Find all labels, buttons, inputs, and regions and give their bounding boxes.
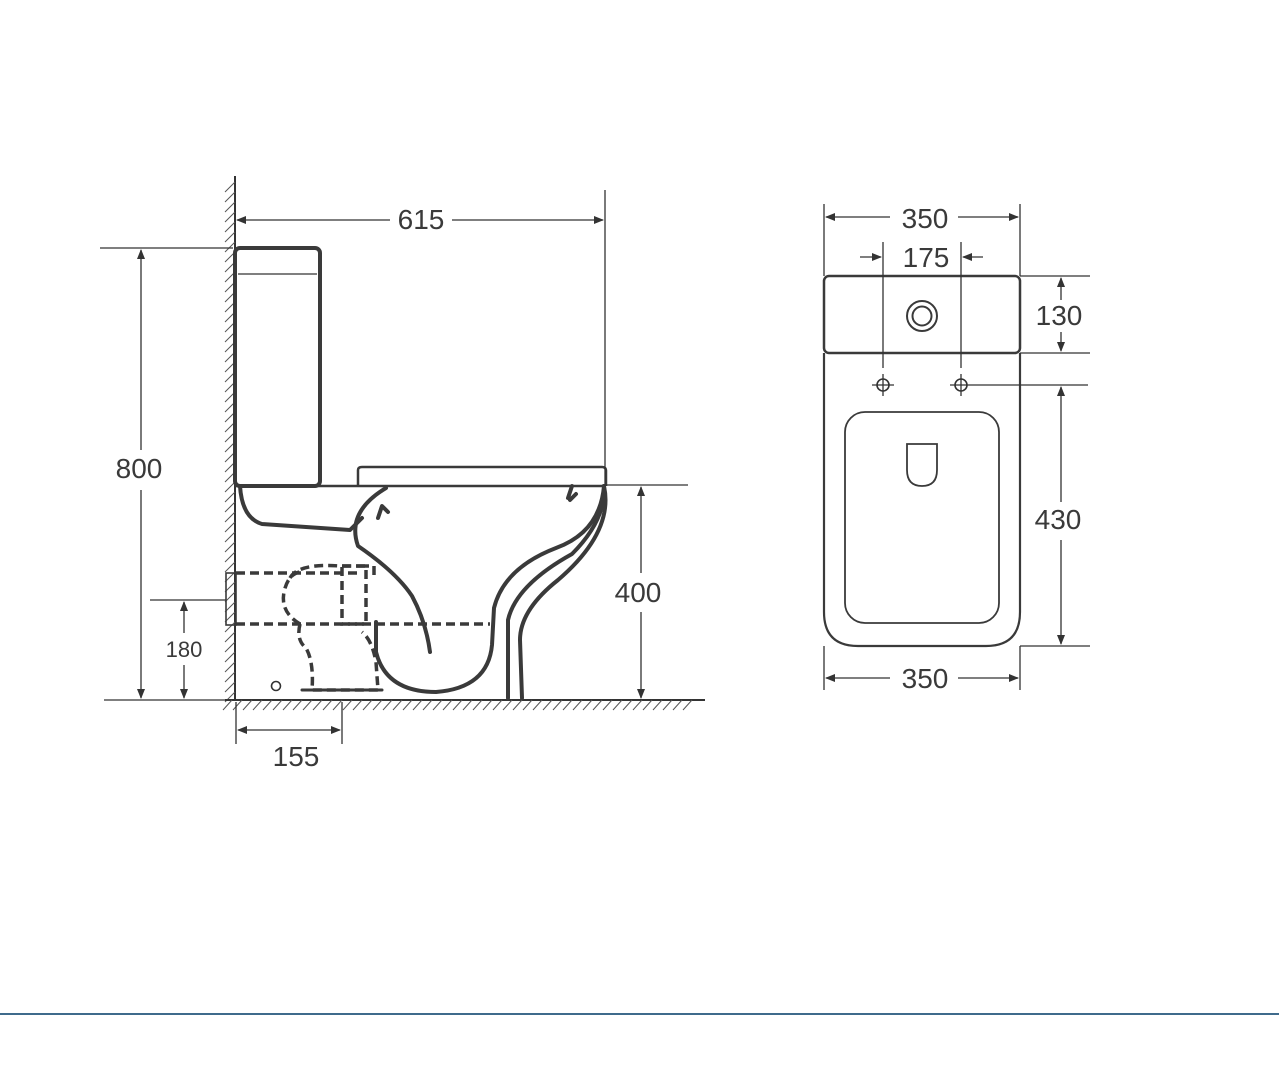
overall-height-label: 800 — [116, 453, 163, 484]
cistern-top — [822, 274, 1022, 355]
outlet-offset-label: 155 — [273, 741, 320, 772]
bottom-width-label: 350 — [902, 663, 949, 694]
hidden-waste-pipe — [225, 563, 490, 692]
pan-top — [822, 353, 1022, 648]
floor-hatch — [222, 699, 693, 711]
overall-depth-label: 615 — [398, 204, 445, 235]
cistern-side — [233, 246, 605, 488]
fixing-hole-left — [872, 374, 894, 396]
footer-divider — [0, 1013, 1279, 1015]
dim-175: 175 — [860, 242, 983, 368]
dim-350-bottom: 350 — [823, 646, 1021, 694]
dim-400: 400 — [606, 484, 688, 699]
dim-430: 430 — [1020, 386, 1090, 647]
side-view: 615 800 400 180 155 — [100, 176, 705, 772]
dim-155: 155 — [235, 702, 343, 772]
floor — [222, 699, 705, 711]
dim-180: 180 — [150, 599, 226, 699]
seat-side — [356, 465, 608, 486]
dim-615: 615 — [236, 190, 606, 486]
fixing-holes — [872, 374, 1088, 396]
hole-spacing-label: 175 — [903, 242, 950, 273]
top-view: 350 175 130 430 — [822, 203, 1090, 694]
dim-130: 130 — [1020, 275, 1090, 354]
fixing-hole-right — [950, 374, 1088, 396]
tank-depth-label: 130 — [1036, 300, 1083, 331]
top-width-label: 350 — [902, 203, 949, 234]
bowl-side — [238, 484, 608, 700]
dim-800: 800 — [100, 247, 233, 701]
seat-height-label: 400 — [615, 577, 662, 608]
inlet-height-label: 180 — [166, 637, 203, 662]
bowl-length-label: 430 — [1035, 504, 1082, 535]
dim-350-top: 350 — [823, 203, 1021, 276]
